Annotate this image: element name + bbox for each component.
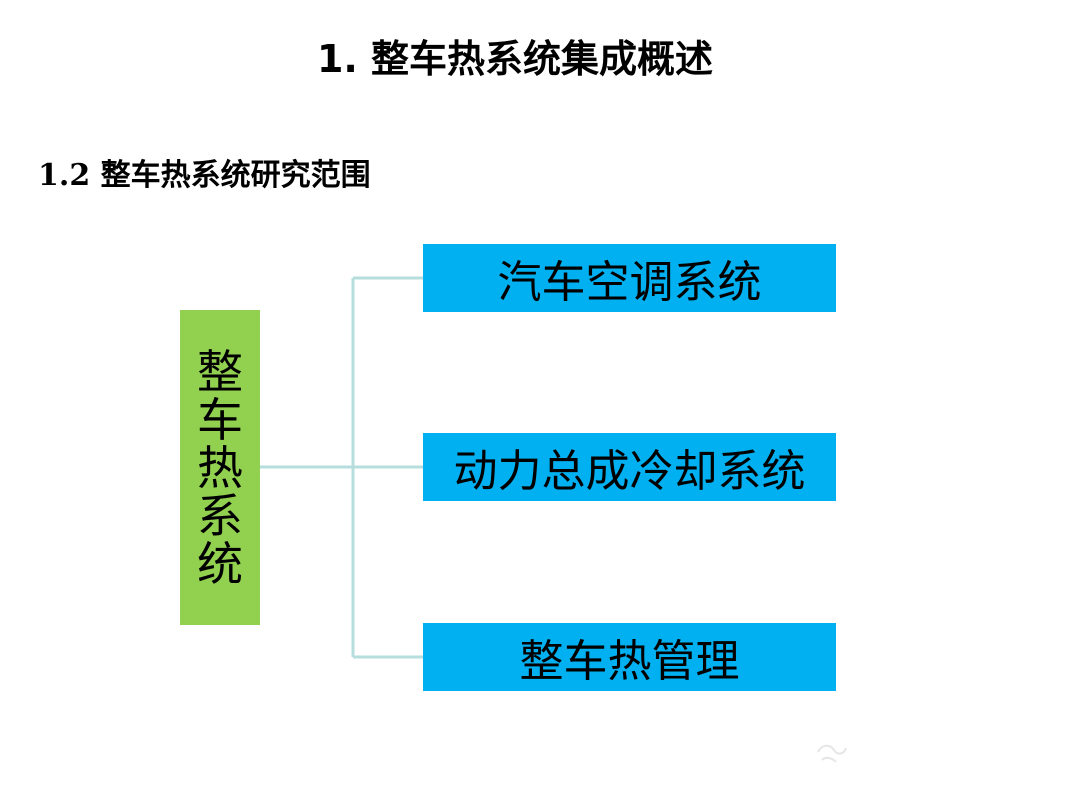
root-node-char: 热 [197, 440, 243, 495]
branch-node-air-conditioning: 汽车空调系统 [423, 244, 836, 312]
watermark-logo-icon [817, 744, 847, 763]
root-node-box: 整 车 热 系 统 [180, 310, 260, 625]
branch-node-thermal-management: 整车热管理 [423, 623, 836, 691]
root-node-char: 车 [197, 392, 243, 447]
section-heading: 1.2 整车热系统研究范围 [38, 158, 371, 193]
root-node-char: 系 [197, 488, 243, 543]
root-node-char: 统 [197, 536, 243, 591]
slide-title: 1. 整车热系统集成概述 [316, 37, 714, 81]
root-node-char: 整 [197, 344, 243, 399]
branch-node-powertrain-cooling: 动力总成冷却系统 [423, 433, 836, 501]
